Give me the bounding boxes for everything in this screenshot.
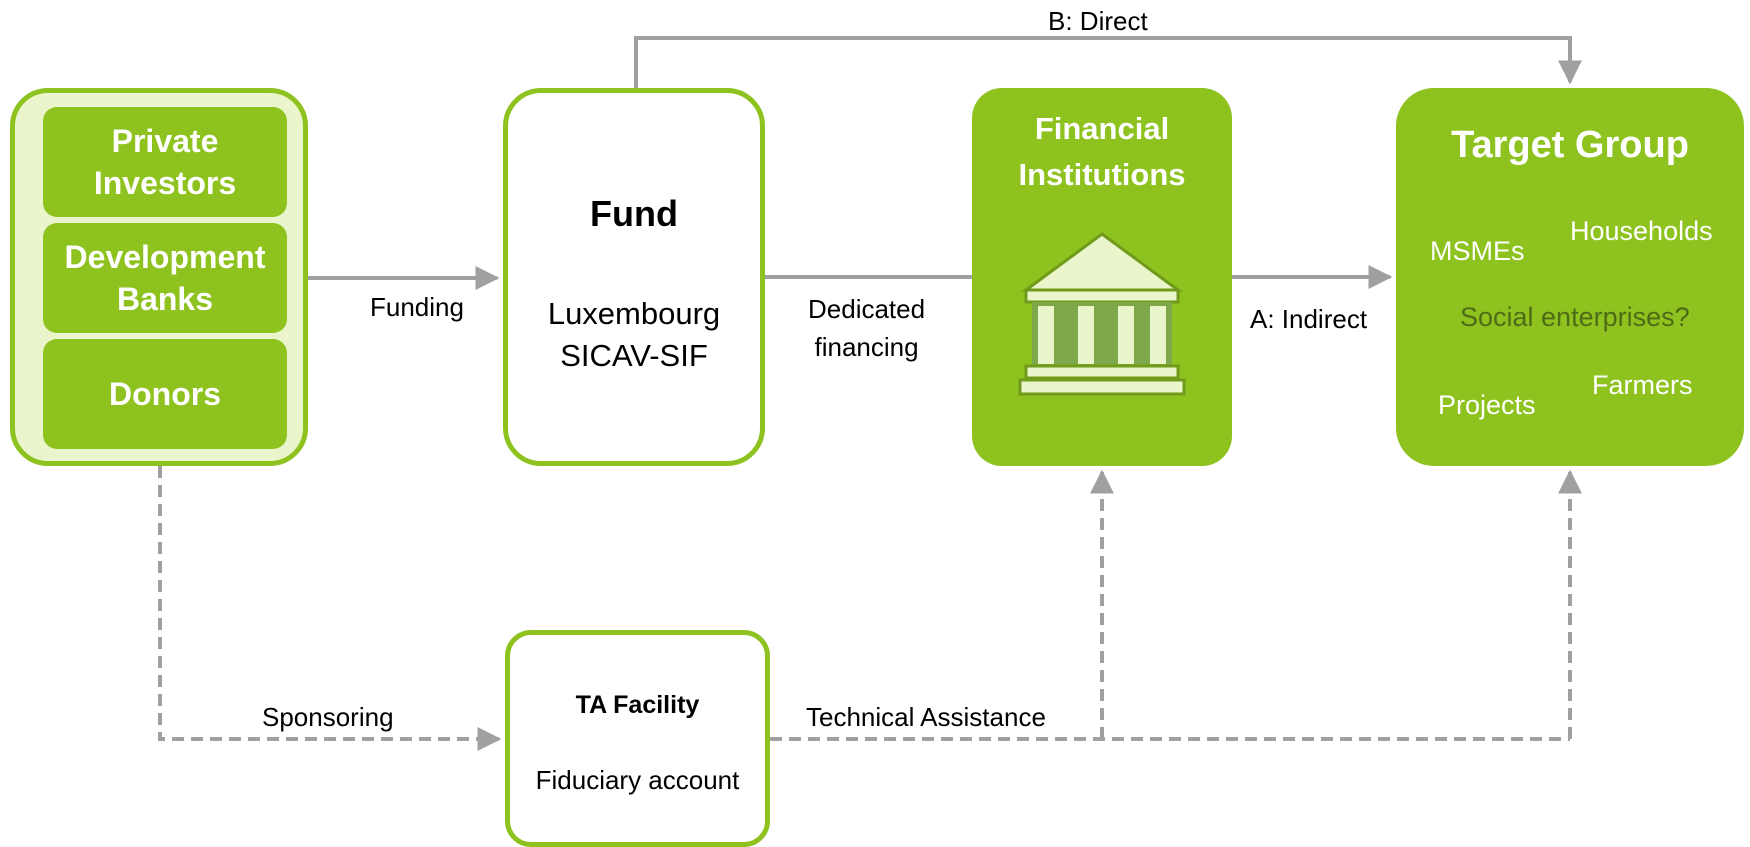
- dedicated-line1: Dedicated: [808, 294, 926, 324]
- direct-arrow: [634, 36, 1582, 88]
- target-item-msmes: MSMEs: [1430, 236, 1525, 266]
- financial-institutions-node: Financial Institutions: [972, 88, 1232, 466]
- ta-facility-title: TA Facility: [575, 691, 700, 719]
- development-banks-node: Development Banks: [43, 223, 287, 333]
- ta-facility-node: TA Facility Fiduciary account: [505, 630, 770, 847]
- target-item-social-enterprises: Social enterprises?: [1460, 302, 1690, 332]
- fund-sub-line2: SICAV-SIF: [560, 338, 708, 373]
- fund-title: Fund: [590, 193, 678, 234]
- donors-node: Donors: [43, 339, 287, 449]
- target-item-farmers: Farmers: [1592, 370, 1693, 400]
- technical-assistance-label: Technical Assistance: [806, 702, 1046, 732]
- target-item-projects: Projects: [1438, 390, 1536, 420]
- fund-node: Fund Luxembourg SICAV-SIF: [503, 88, 765, 466]
- target-item-households: Households: [1570, 216, 1713, 246]
- target-group-node: Target Group MSMEs Households Social ent…: [1396, 88, 1744, 466]
- sponsoring-label: Sponsoring: [262, 702, 394, 732]
- fund-subtitle: Luxembourg SICAV-SIF: [508, 293, 760, 377]
- funding-label: Funding: [370, 292, 464, 322]
- target-group-title: Target Group: [1451, 124, 1689, 166]
- investors-group: Private Investors Development Banks Dono…: [10, 88, 308, 466]
- fi-title-line1: Financial: [1034, 111, 1170, 146]
- dedicated-line2: financing: [814, 332, 919, 362]
- indirect-label: A: Indirect: [1250, 304, 1368, 334]
- private-investors-node: Private Investors: [43, 107, 287, 217]
- dedicated-financing-label: Dedicated financing: [808, 290, 925, 366]
- financial-institutions-title: Financial Institutions: [972, 106, 1232, 198]
- sponsoring-arrow: [158, 466, 502, 751]
- direct-label: B: Direct: [1048, 6, 1148, 36]
- ta-facility-subtitle: Fiduciary account: [535, 765, 740, 795]
- fund-sub-line1: Luxembourg: [547, 296, 721, 331]
- bank-building-icon: [1018, 232, 1186, 396]
- fi-title-line2: Institutions: [1018, 157, 1186, 192]
